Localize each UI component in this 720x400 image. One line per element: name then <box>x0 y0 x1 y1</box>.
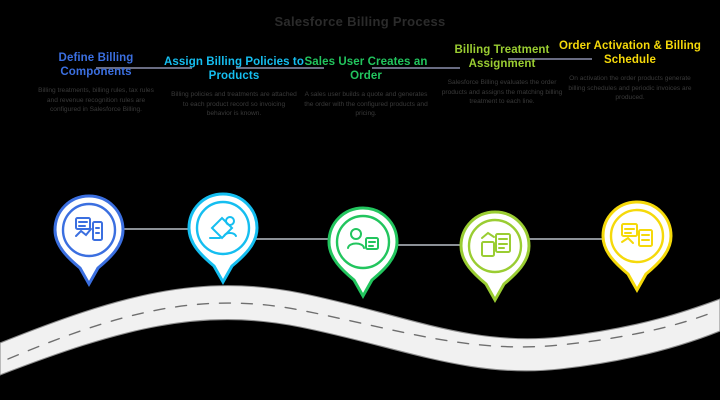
road-path <box>0 285 720 376</box>
step-heading-2: Assign Billing Policies to Products <box>164 56 304 82</box>
map-pin-1[interactable] <box>52 192 126 288</box>
step-heading-3: Sales User Creates an Order <box>304 56 428 82</box>
map-pin-2[interactable] <box>186 190 260 286</box>
step-column-4: Billing Treatment Assignment Salesforce … <box>428 44 576 107</box>
step-body-1: Billing treatments, billing rules, tax r… <box>38 87 154 113</box>
map-pin-3[interactable] <box>326 204 400 300</box>
step-column-3: Sales User Creates an Order A sales user… <box>292 56 440 119</box>
step-heading-4: Billing Treatment Assignment <box>454 44 550 70</box>
invoice-calculator-icon <box>481 231 511 257</box>
map-pin-5[interactable] <box>600 198 674 294</box>
pin-connector-3-4 <box>388 244 466 246</box>
step-column-5: Order Activation & Billing Schedule On a… <box>556 40 704 103</box>
step-heading-5: Order Activation & Billing Schedule <box>558 40 702 66</box>
step-body-4: Salesforce Billing evaluates the order p… <box>441 79 563 105</box>
pin-connector-4-5 <box>522 238 608 240</box>
billing-schedule-icon <box>621 223 653 247</box>
map-pin-4[interactable] <box>458 208 532 304</box>
pin-connector-2-3 <box>246 238 334 240</box>
header-connector-2 <box>236 67 324 69</box>
step-column-2: Assign Billing Policies to Products Bill… <box>160 56 308 119</box>
billing-document-icon <box>75 217 103 241</box>
header-connector-1 <box>96 67 192 69</box>
pin-connector-1-2 <box>108 228 194 230</box>
step-body-3: A sales user builds a quote and generate… <box>304 91 428 117</box>
step-heading-1: Define Billing Components <box>58 52 134 78</box>
step-body-2: Billing policies and treatments are atta… <box>171 91 297 117</box>
product-policy-icon <box>209 216 237 240</box>
header-connector-3 <box>372 67 460 69</box>
step-column-1: Define Billing Components Billing treatm… <box>22 52 170 115</box>
page-title: Salesforce Billing Process <box>274 14 446 29</box>
header-connector-4 <box>508 58 592 60</box>
sales-user-order-icon <box>347 228 379 250</box>
step-body-5: On activation the order products generat… <box>568 75 692 101</box>
